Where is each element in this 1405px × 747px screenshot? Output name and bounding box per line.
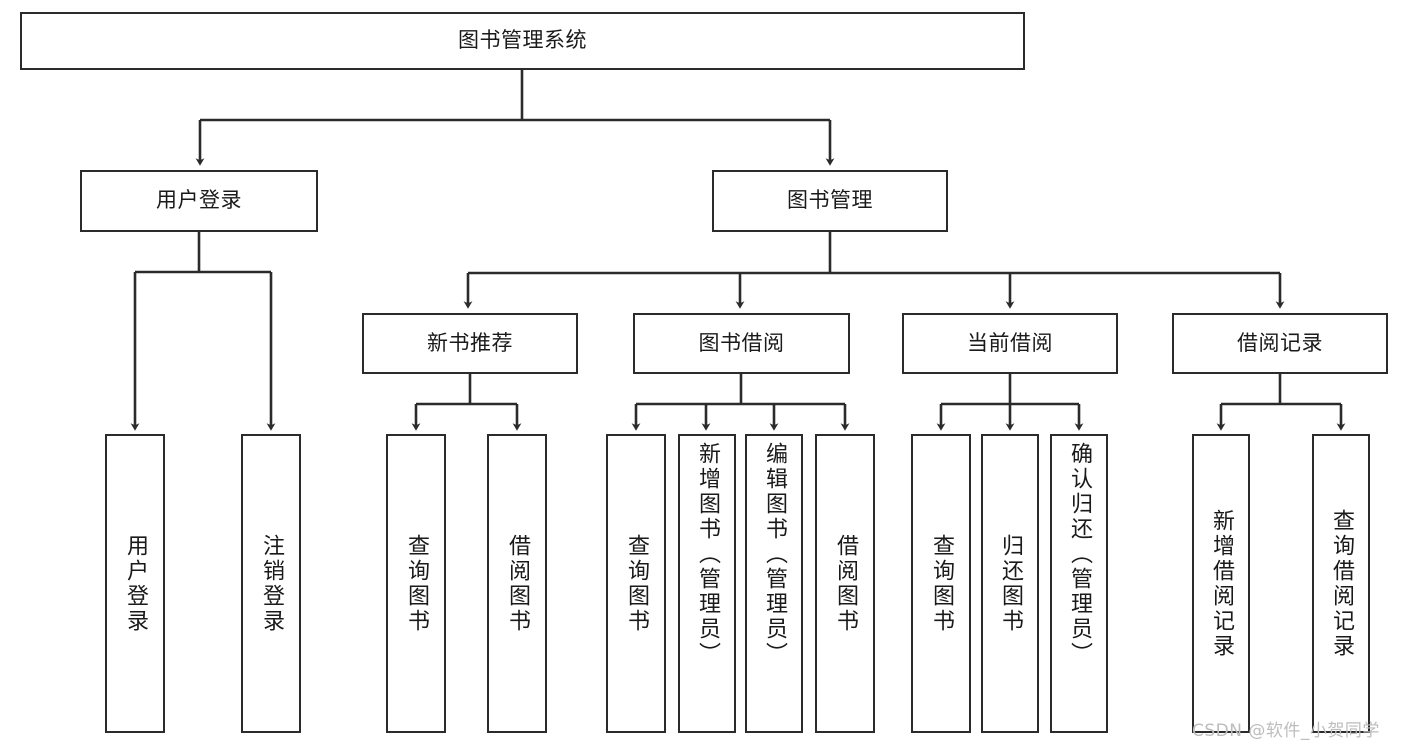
node-new-book-recommend[interactable]: 新书推荐 <box>362 313 578 374</box>
node-user-login[interactable]: 用户登录 <box>80 170 318 232</box>
leaf-user-login-logout[interactable]: 注销登录 <box>241 434 301 733</box>
leaf-borrow-record-query-record[interactable]: 查询借阅记录 <box>1312 434 1370 733</box>
leaf-new-book-query-book[interactable]: 查询图书 <box>386 434 446 733</box>
node-label: 借阅记录 <box>1237 330 1323 355</box>
node-label: 注销登录 <box>259 533 284 634</box>
leaf-borrow-record-add-record[interactable]: 新增借阅记录 <box>1192 434 1250 733</box>
node-label: 查询借阅记录 <box>1329 508 1354 659</box>
node-label: 查询图书 <box>929 533 954 634</box>
leaf-user-login-login[interactable]: 用户登录 <box>105 434 165 733</box>
node-label: 图书管理 <box>787 188 873 213</box>
leaf-current-borrow-return-book[interactable]: 归还图书 <box>981 434 1039 733</box>
node-label: 查询图书 <box>624 533 649 634</box>
node-label: 用户登录 <box>156 188 242 213</box>
leaf-new-book-borrow-book[interactable]: 借阅图书 <box>487 434 547 733</box>
node-book-management[interactable]: 图书管理 <box>712 170 948 232</box>
node-label: 编辑图书（管理员） <box>762 442 787 667</box>
node-root-system[interactable]: 图书管理系统 <box>20 12 1025 70</box>
node-label: 确认归还（管理员） <box>1067 442 1092 667</box>
node-label: 新书推荐 <box>427 330 513 355</box>
node-label: 当前借阅 <box>967 330 1053 355</box>
leaf-book-borrow-borrow-book[interactable]: 借阅图书 <box>815 434 875 733</box>
node-book-borrow[interactable]: 图书借阅 <box>633 313 850 374</box>
node-current-borrow[interactable]: 当前借阅 <box>902 313 1118 374</box>
node-label: 查询图书 <box>404 533 429 634</box>
node-label: 图书管理系统 <box>458 28 587 53</box>
leaf-current-borrow-confirm-return-admin[interactable]: 确认归还（管理员） <box>1050 434 1108 733</box>
csdn-watermark: CSDN @软件_小贺同学 <box>1192 721 1380 741</box>
node-label: 借阅图书 <box>833 533 858 634</box>
node-label: 借阅图书 <box>505 533 530 634</box>
leaf-book-borrow-add-book-admin[interactable]: 新增图书（管理员） <box>678 434 736 733</box>
leaf-current-borrow-query-book[interactable]: 查询图书 <box>911 434 971 733</box>
node-label: 归还图书 <box>998 533 1023 634</box>
node-label: 用户登录 <box>123 533 148 634</box>
node-label: 新增图书（管理员） <box>695 442 720 667</box>
node-label: 新增借阅记录 <box>1209 508 1234 659</box>
node-label: 图书借阅 <box>698 330 785 355</box>
leaf-book-borrow-edit-book-admin[interactable]: 编辑图书（管理员） <box>745 434 803 733</box>
node-borrow-record[interactable]: 借阅记录 <box>1172 313 1388 374</box>
leaf-book-borrow-query-book[interactable]: 查询图书 <box>606 434 666 733</box>
